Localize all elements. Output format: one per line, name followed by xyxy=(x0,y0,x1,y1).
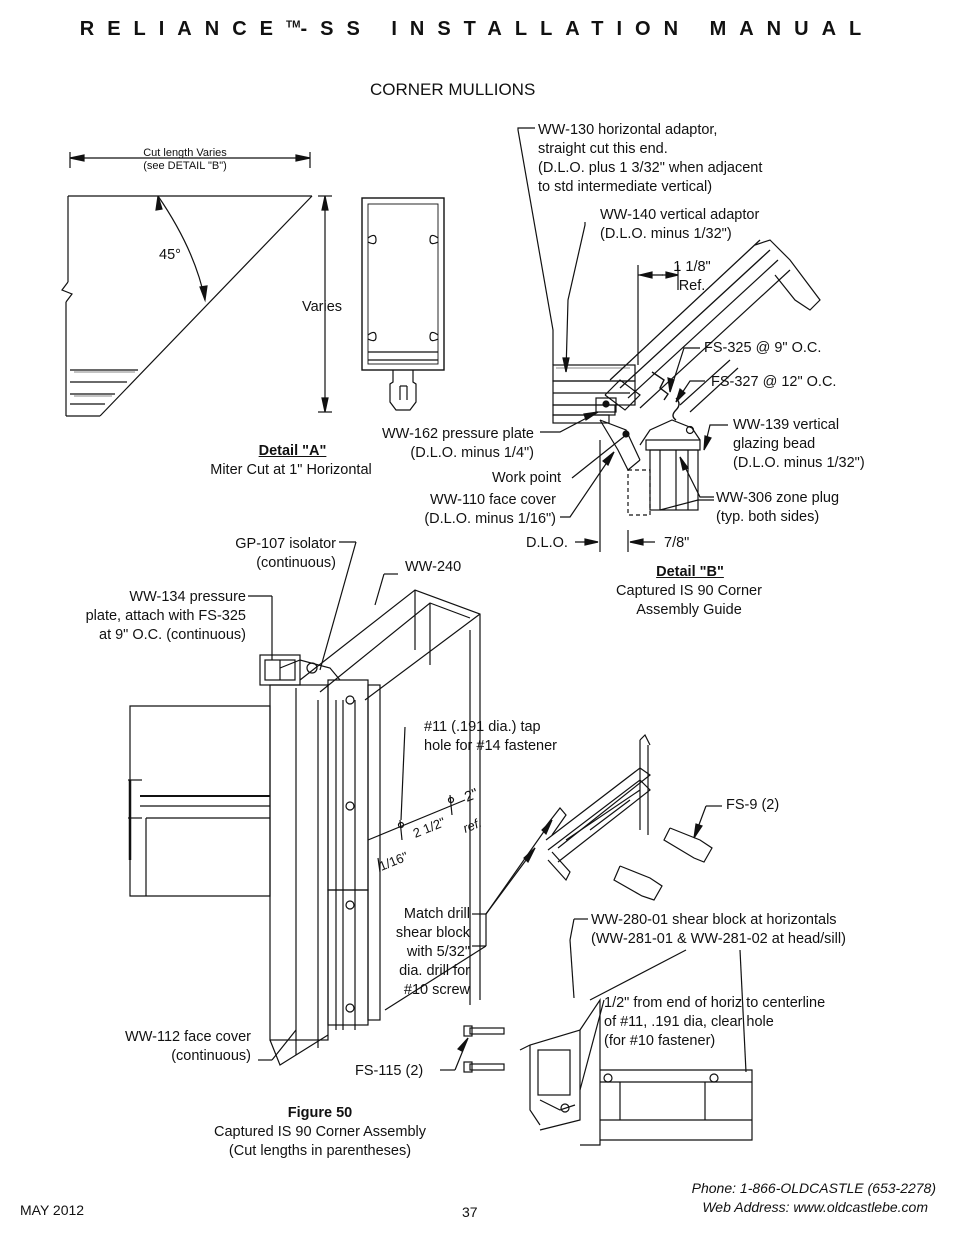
gp107-label: GP-107 isolator (continuous) xyxy=(235,536,336,571)
detail-a-drawing xyxy=(61,152,445,417)
half-inch-label: 1/2" from end of horiz to centerline of … xyxy=(604,995,826,1049)
ww240-label: WW-240 xyxy=(405,559,462,575)
fs325-label: FS-325 @ 9" O.C. xyxy=(704,340,822,356)
ww280-label: WW-280-01 shear block at horizontals (WW… xyxy=(591,912,846,947)
header-title-pre: RELIANCE xyxy=(79,18,286,40)
dlo-label: D.L.O. xyxy=(526,535,568,551)
detail-b-title: Detail "B" xyxy=(656,564,724,580)
detail-a-title: Detail "A" xyxy=(258,443,327,459)
tap-hole-label: #11 (.191 dia.) tap hole for #14 fastene… xyxy=(424,719,558,754)
figure-50-drawing xyxy=(128,541,753,1146)
ww140-label: WW-140 vertical adaptor (D.L.O. minus 1/… xyxy=(600,207,760,242)
detail-b-caption: Captured IS 90 Corner Assembly Guide xyxy=(616,583,762,618)
match-drill-label: Match drill shear block with 5/32" dia. … xyxy=(395,906,470,998)
ww134-label: WW-134 pressure plate, attach with FS-32… xyxy=(85,589,246,643)
detail-b-drawing xyxy=(517,127,821,552)
ww110-label: WW-110 face cover (D.L.O. minus 1/16") xyxy=(424,492,556,527)
manual-header: RELIANCETM-SS INSTALLATION MANUAL xyxy=(0,18,954,41)
figure-50-title: Figure 50 xyxy=(287,1105,353,1121)
work-point-label: Work point xyxy=(492,470,562,486)
figure-50-caption: Captured IS 90 Corner Assembly (Cut leng… xyxy=(214,1124,426,1159)
ref-dimension-label: 1 1/8" Ref. xyxy=(673,259,711,294)
fs327-label: FS-327 @ 12" O.C. xyxy=(711,374,837,390)
detail-a-angle-label: 45° xyxy=(159,247,181,263)
ww306-label: WW-306 zone plug (typ. both sides) xyxy=(716,490,840,525)
detail-a-varies-label: Varies xyxy=(302,299,343,315)
trademark-mark: TM xyxy=(285,19,301,31)
page-number: 37 xyxy=(462,1204,478,1220)
footer-phone: Phone: 1-866-OLDCASTLE (653-2278) xyxy=(691,1180,936,1196)
footer-date: MAY 2012 xyxy=(20,1202,85,1218)
detail-a-caption: Miter Cut at 1" Horizontal xyxy=(210,462,372,478)
ww139-label: WW-139 vertical glazing bead (D.L.O. min… xyxy=(733,417,865,471)
fs115-label: FS-115 (2) xyxy=(355,1063,424,1079)
fs9-label: FS-9 (2) xyxy=(726,797,780,813)
header-title-post: -SS INSTALLATION MANUAL xyxy=(300,18,875,40)
footer-web: Web Address: www.oldcastlebe.com xyxy=(702,1199,928,1215)
ww112-label: WW-112 face cover (continuous) xyxy=(125,1029,251,1064)
detail-a-cut-length-label: Cut length Varies (see DETAIL "B") xyxy=(143,147,227,172)
seven-eighths-label: 7/8" xyxy=(664,535,690,551)
ww162-label: WW-162 pressure plate (D.L.O. minus 1/4"… xyxy=(381,426,534,461)
ww130-label: WW-130 horizontal adaptor, straight cut … xyxy=(538,122,763,195)
section-title: CORNER MULLIONS xyxy=(370,80,536,99)
